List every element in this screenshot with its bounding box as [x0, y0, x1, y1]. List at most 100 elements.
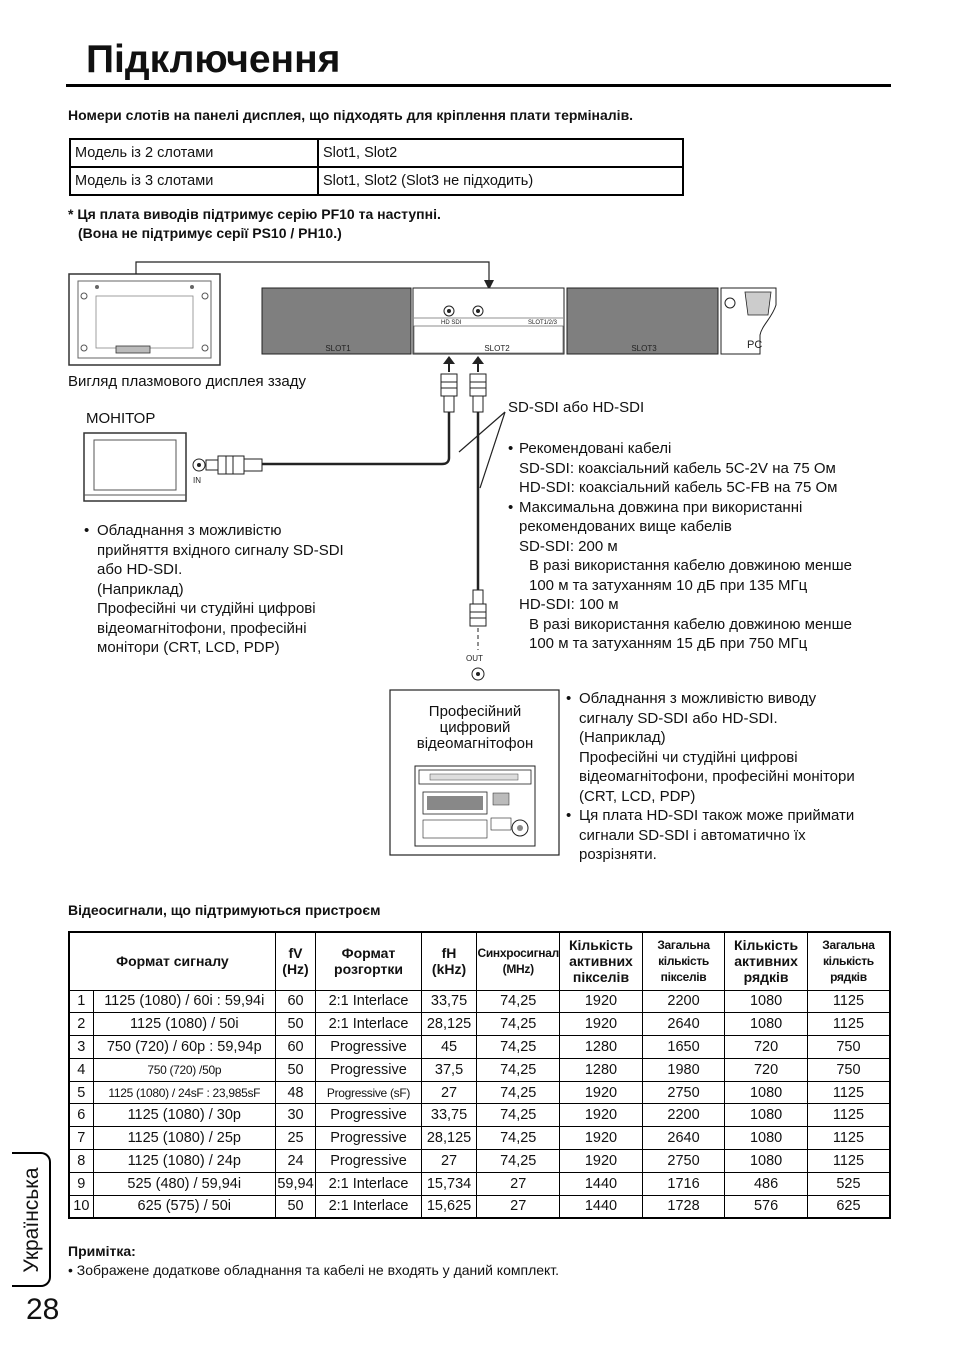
table-cell: 1650	[641, 1035, 726, 1059]
slot1-box	[261, 287, 412, 355]
table-cell: 1716	[641, 1171, 726, 1196]
note-line: (Наприклад)	[97, 580, 184, 598]
vga-port-icon	[744, 291, 772, 316]
table-cell: 525 (480) / 59,94i	[92, 1171, 276, 1196]
table-cell: 24	[274, 1149, 317, 1173]
table-cell: 1920	[559, 989, 643, 1014]
table-cell: 1980	[641, 1057, 726, 1082]
table-cell: 28,125	[420, 1126, 478, 1151]
table-cell: 2200	[641, 989, 726, 1014]
table-cell: 2750	[641, 1149, 726, 1173]
table-cell: 74,25	[476, 1012, 561, 1037]
table-cell: 2640	[641, 1126, 726, 1151]
table-cell: 750 (720) /50p	[92, 1057, 276, 1082]
table-cell: 1080	[724, 1012, 808, 1037]
table-cell: Progressive	[315, 1103, 422, 1128]
table-cell: 74,25	[476, 989, 561, 1014]
connection-diagram: SLOT1 HD SDI SLOT1/2/3 SLOT2 SLOT3 PC	[68, 261, 777, 856]
vtr-label-line: цифровий	[439, 719, 511, 736]
table-cell: 2200	[641, 1103, 726, 1128]
table-cell: 7	[67, 1126, 94, 1151]
table-cell: Slot1, Slot2	[317, 138, 684, 168]
header-fh: fH(kHz)	[420, 931, 478, 991]
table-cell: 37,5	[420, 1057, 478, 1082]
table-cell: 720	[724, 1057, 808, 1082]
vtr-icon	[414, 765, 536, 847]
table-cell: 1125	[806, 1149, 891, 1173]
table-cell: 1440	[559, 1194, 643, 1219]
table-cell: 2:1 Interlace	[315, 1012, 422, 1037]
in-label: IN	[193, 476, 201, 485]
title-rule	[66, 84, 891, 87]
note-line: відеомагнітофони, професійні монітори	[579, 768, 855, 785]
table-cell: 625 (575) / 50i	[92, 1194, 276, 1219]
table-cell: 625	[806, 1194, 891, 1219]
table-cell: 48	[274, 1080, 317, 1105]
table-cell: 1125 (1080) / 30p	[92, 1103, 276, 1128]
table-cell: 1125 (1080) / 60i : 59,94i	[92, 989, 276, 1014]
table-cell: 1125 (1080) / 25p	[92, 1126, 276, 1151]
table-cell: 27	[420, 1149, 478, 1173]
output-notes: •Обладнання з можливістю виводу сигналу …	[566, 689, 896, 865]
bnc-plug-icon	[440, 373, 458, 413]
note-line: сигналу SD-SDI або HD-SDI.	[579, 709, 778, 727]
monitor-label: МОНІТОР	[86, 410, 156, 427]
table-cell: 2750	[641, 1080, 726, 1105]
table-cell: 1125	[806, 1080, 891, 1105]
slots-heading: Номери слотів на панелі дисплея, що підх…	[68, 107, 634, 123]
table-cell: Progressive	[315, 1149, 422, 1173]
table-cell: 45	[420, 1035, 478, 1059]
table-cell: 3	[67, 1035, 94, 1059]
signals-heading: Відеосигнали, що підтримуються пристроєм	[68, 902, 381, 918]
table-cell: 27	[476, 1171, 561, 1196]
table-cell: 486	[724, 1171, 808, 1196]
language-tab	[12, 1152, 51, 1287]
table-cell: 59,94	[274, 1171, 317, 1196]
bnc-plug-icon	[469, 589, 487, 627]
note-line: або HD-SDI.	[97, 561, 183, 578]
table-cell: 1125	[806, 1103, 891, 1128]
header-fv: fV(Hz)	[274, 931, 317, 991]
table-cell: 1280	[559, 1057, 643, 1082]
table-cell: 2:1 Interlace	[315, 989, 422, 1014]
table-cell: Модель із 2 слотами	[69, 138, 319, 168]
table-cell: 1080	[724, 1080, 808, 1105]
note-line: Професійні чи студійні цифрові	[97, 600, 316, 617]
table-cell: 74,25	[476, 1103, 561, 1128]
page-number: 28	[26, 1293, 60, 1326]
table-cell: 33,75	[420, 1103, 478, 1128]
table-cell: Progressive	[315, 1057, 422, 1082]
table-cell: 15,625	[420, 1194, 478, 1219]
note-line: HD-SDI: 100 м	[519, 596, 619, 613]
table-cell: 25	[274, 1126, 317, 1151]
table-cell: 1080	[724, 1103, 808, 1128]
table-cell: Slot1, Slot2 (Slot3 не підходить)	[317, 166, 684, 196]
vtr-label-line: відеомагнітофон	[416, 735, 534, 752]
input-notes: •Обладнання з можливістю прийняття вхідн…	[84, 521, 384, 658]
note-line: Обладнання з можливістю виводу	[579, 690, 817, 707]
table-cell: 2	[67, 1012, 94, 1037]
table-cell: 2:1 Interlace	[315, 1171, 422, 1196]
board-slot-label: SLOT1/2/3	[528, 320, 558, 326]
board-label: HD SDI	[441, 320, 462, 326]
bnc-port-icon	[472, 305, 484, 317]
bnc-plug-icon	[205, 455, 263, 475]
table-cell: 750	[806, 1057, 891, 1082]
table-cell: 1	[67, 989, 94, 1014]
sdi-label: SD-SDI або HD-SDI	[508, 399, 645, 416]
note-heading: Примітка:	[68, 1243, 136, 1259]
slot3-box	[566, 287, 719, 355]
table-cell: 33,75	[420, 989, 478, 1014]
table-cell: 1920	[559, 1080, 643, 1105]
table-cell: 1920	[559, 1012, 643, 1037]
table-cell: 74,25	[476, 1149, 561, 1173]
plasma-rear-icon	[68, 273, 221, 366]
table-cell: 50	[274, 1057, 317, 1082]
